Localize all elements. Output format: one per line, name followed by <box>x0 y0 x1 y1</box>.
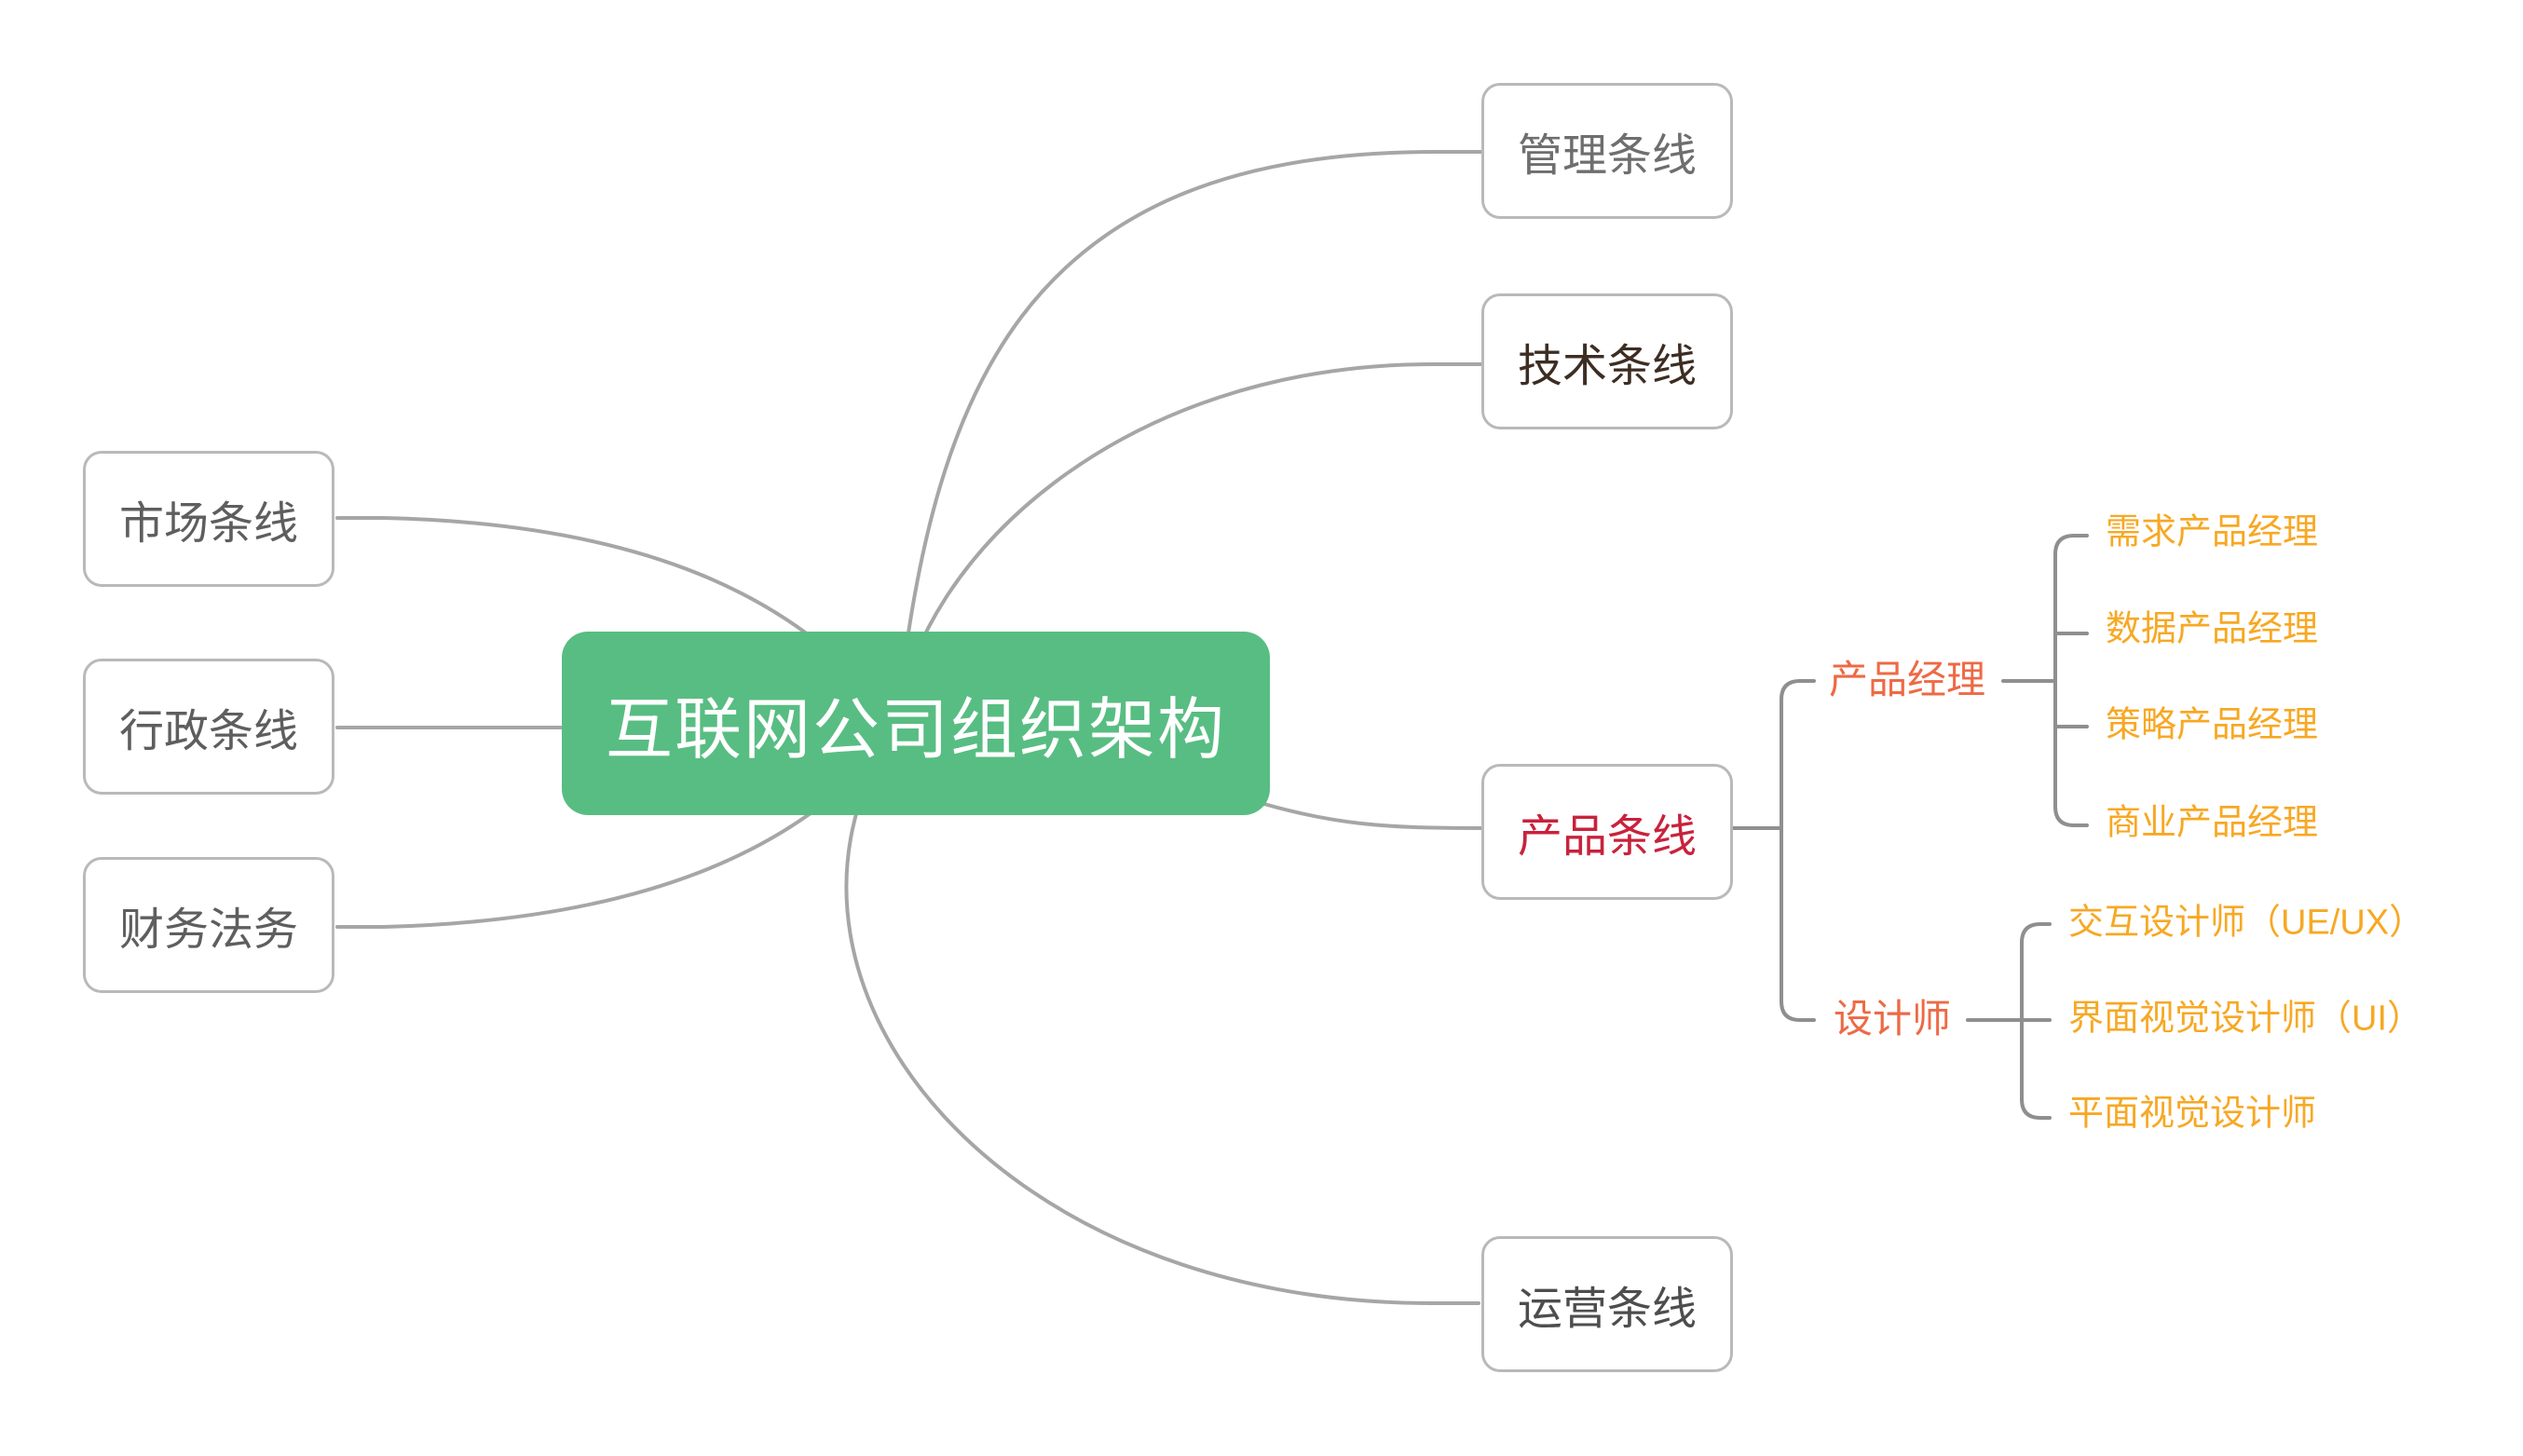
node-technology-line-label: 技术条线 <box>1517 342 1697 391</box>
edge-root-to-product <box>1247 797 1483 830</box>
leaf-strategy-pm[interactable]: 策略产品经理 <box>2106 705 2319 745</box>
node-designer[interactable]: 设计师 <box>1834 996 1952 1041</box>
node-product-line-label: 产品条线 <box>1517 812 1697 862</box>
root-topic[interactable]: 互联网公司组织架构 <box>562 632 1270 815</box>
leaf-business-pm[interactable]: 商业产品经理 <box>2106 803 2319 843</box>
node-market-line[interactable]: 市场条线 <box>83 451 334 587</box>
node-operations-line-label: 运营条线 <box>1517 1285 1697 1334</box>
edge-root-to-operations <box>844 743 1480 1305</box>
node-management-line[interactable]: 管理条线 <box>1481 83 1733 219</box>
node-technology-line[interactable]: 技术条线 <box>1481 293 1733 429</box>
leaf-demand-pm[interactable]: 需求产品经理 <box>2106 512 2319 552</box>
bracket-designer-children <box>2020 922 2052 1120</box>
node-admin-line-label: 行政条线 <box>118 707 298 756</box>
node-management-line-label: 管理条线 <box>1517 131 1697 181</box>
node-finance-legal-label: 财务法务 <box>118 905 298 955</box>
node-market-line-label: 市场条线 <box>118 499 298 549</box>
node-product-manager[interactable]: 产品经理 <box>1829 657 1986 701</box>
root-topic-label: 互联网公司组织架构 <box>605 693 1226 768</box>
leaf-data-pm[interactable]: 数据产品经理 <box>2106 609 2319 649</box>
bracket-pm-children <box>2053 534 2089 827</box>
leaf-interaction-designer[interactable]: 交互设计师（UE/UX） <box>2068 903 2425 943</box>
leaf-ui-visual-designer[interactable]: 界面视觉设计师（UI） <box>2068 999 2423 1039</box>
node-product-line[interactable]: 产品条线 <box>1481 764 1733 900</box>
edge-root-to-management <box>894 150 1483 728</box>
bracket-product-children <box>1780 679 1816 1022</box>
node-admin-line[interactable]: 行政条线 <box>83 659 334 795</box>
node-operations-line[interactable]: 运营条线 <box>1481 1236 1733 1372</box>
node-finance-legal[interactable]: 财务法务 <box>83 857 334 993</box>
leaf-graphic-visual-designer[interactable]: 平面视觉设计师 <box>2068 1094 2317 1134</box>
